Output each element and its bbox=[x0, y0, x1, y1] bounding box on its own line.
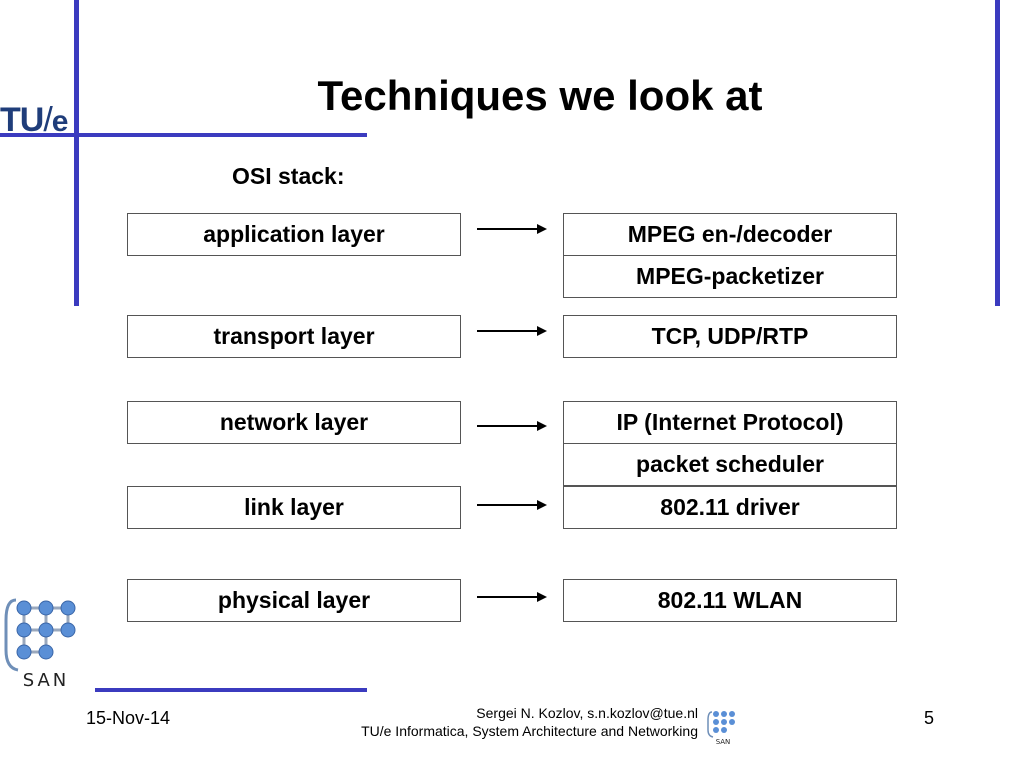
frame-horizontal-top bbox=[0, 133, 367, 137]
technique-label: TCP, UDP/RTP bbox=[651, 323, 809, 349]
technique-box-packet-scheduler: packet scheduler bbox=[563, 443, 897, 486]
arrow-right-icon bbox=[477, 421, 547, 431]
frame-vertical-right bbox=[995, 0, 1000, 306]
layer-label: network layer bbox=[219, 409, 369, 435]
san-logo-small-icon: SAN bbox=[707, 711, 735, 746]
technique-label: packet scheduler bbox=[636, 451, 824, 477]
san-logo-text: SAN bbox=[23, 670, 70, 690]
slide-title: Techniques we look at bbox=[317, 72, 763, 119]
technique-label: 802.11 driver bbox=[660, 494, 800, 520]
layer-label: physical layer bbox=[217, 587, 371, 613]
technique-label: 802.11 WLAN bbox=[657, 587, 803, 613]
san-logo-small-text: SAN bbox=[716, 738, 731, 746]
technique-box-80211-wlan: 802.11 WLAN bbox=[563, 579, 897, 622]
technique-box-80211-driver: 802.11 driver bbox=[563, 486, 897, 529]
layer-label: application layer bbox=[203, 221, 385, 247]
page-number: 5 bbox=[924, 708, 935, 728]
layer-box-transport: transport layer bbox=[127, 315, 461, 358]
arrow-right-icon bbox=[477, 224, 547, 234]
technique-label: MPEG en-/decoder bbox=[627, 221, 833, 247]
layer-label: transport layer bbox=[213, 323, 375, 349]
tue-logo-e: e bbox=[51, 105, 69, 138]
osi-stack-label: OSI stack: bbox=[232, 163, 345, 189]
technique-box-mpeg-codec: MPEG en-/decoder bbox=[563, 213, 897, 256]
footer-date: 15-Nov-14 bbox=[86, 708, 171, 728]
arrow-right-icon bbox=[477, 326, 547, 336]
technique-box-tcp-udp: TCP, UDP/RTP bbox=[563, 315, 897, 358]
technique-box-mpeg-packetizer: MPEG-packetizer bbox=[563, 255, 897, 298]
arrow-right-icon bbox=[477, 500, 547, 510]
san-logo-icon: SAN bbox=[4, 598, 76, 690]
footer-author-line1: Sergei N. Kozlov, s.n.kozlov@tue.nl bbox=[476, 705, 698, 721]
technique-label: IP (Internet Protocol) bbox=[616, 409, 844, 435]
footer-author: Sergei N. Kozlov, s.n.kozlov@tue.nl TU/e… bbox=[300, 704, 698, 740]
arrow-right-icon bbox=[477, 592, 547, 602]
tue-logo-icon: TU/e bbox=[0, 101, 69, 139]
tue-logo-main: TU bbox=[0, 101, 44, 139]
layer-box-link: link layer bbox=[127, 486, 461, 529]
layer-box-physical: physical layer bbox=[127, 579, 461, 622]
layer-label: link layer bbox=[244, 494, 344, 520]
footer-author-line2: TU/e Informatica, System Architecture an… bbox=[361, 723, 698, 739]
tue-logo-slash: / bbox=[43, 101, 53, 139]
frame-vertical-left bbox=[74, 0, 79, 306]
technique-box-ip: IP (Internet Protocol) bbox=[563, 401, 897, 444]
technique-label: MPEG-packetizer bbox=[636, 263, 824, 289]
layer-box-network: network layer bbox=[127, 401, 461, 444]
layer-box-application: application layer bbox=[127, 213, 461, 256]
frame-horizontal-bottom bbox=[95, 688, 367, 692]
